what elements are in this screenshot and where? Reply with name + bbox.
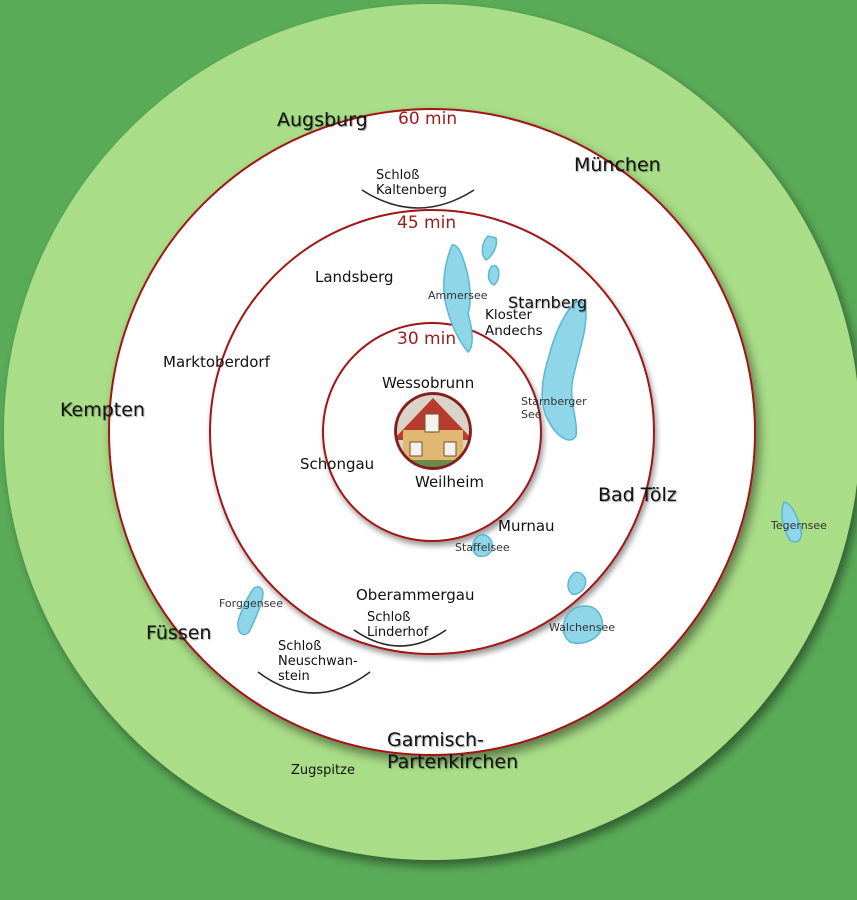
poi-schloss-linderhof: Schloß Linderhof: [367, 610, 429, 641]
lake-forggensee: Forggensee: [219, 597, 283, 610]
lake-ammersee-shape: [443, 244, 473, 353]
poi-schloss-linderhof-line2: Linderhof: [367, 624, 429, 640]
city-garmisch-line1: Garmisch-: [387, 729, 484, 751]
lake-starnberger-see-shape: [541, 300, 587, 441]
city-muenchen: München: [574, 154, 661, 176]
poi-schloss-kaltenberg-line2: Kaltenberg: [376, 182, 447, 198]
poi-schloss-neuschwanstein: Schloß Neuschwan- stein: [278, 639, 358, 685]
poi-schloss-neuschwanstein-line1: Schloß: [278, 639, 322, 654]
lake-woerthsee-shape: [481, 235, 498, 261]
lake-staffelsee: Staffelsee: [455, 541, 510, 554]
lake-starnberger-see-line1: Starnberger: [521, 395, 587, 408]
house-icon: [396, 394, 470, 468]
city-garmisch: Garmisch- Partenkirchen: [387, 729, 519, 774]
poi-kloster-andechs-line1: Kloster: [485, 307, 533, 323]
lake-starnberger-see-line2: See: [521, 407, 542, 421]
town-marktoberdorf: Marktoberdorf: [163, 353, 270, 371]
town-landsberg: Landsberg: [315, 268, 394, 286]
time-label-45: 45 min: [397, 213, 457, 233]
town-schongau: Schongau: [300, 455, 375, 473]
center-house: [394, 392, 472, 470]
city-bad-toelz: Bad Tölz: [598, 484, 677, 506]
lake-tegernsee: Tegernsee: [771, 519, 827, 532]
poi-schloss-neuschwanstein-line2: Neuschwan-: [278, 653, 358, 669]
lakes-layer: [237, 235, 802, 644]
town-oberammergau: Oberammergau: [356, 586, 475, 604]
time-label-60: 60 min: [398, 109, 458, 129]
castle-arcs: [257, 189, 475, 694]
lake-ammersee: Ammersee: [428, 289, 488, 302]
town-wessobrunn: Wessobrunn: [382, 374, 475, 392]
poi-schloss-linderhof-line1: Schloß: [367, 610, 411, 625]
poi-kloster-andechs: Kloster Andechs: [485, 307, 543, 339]
town-zugspitze: Zugspitze: [291, 763, 355, 778]
poi-schloss-neuschwanstein-line3: stein: [278, 668, 310, 684]
city-augsburg: Augsburg: [277, 109, 368, 131]
lake-walchensee-shape: [562, 605, 604, 644]
time-label-30: 30 min: [397, 329, 457, 349]
city-kempten: Kempten: [60, 399, 145, 421]
lake-staffelsee-shape: [472, 534, 494, 558]
arc-kaltenberg: [361, 189, 475, 209]
town-weilheim: Weilheim: [415, 473, 485, 491]
lake-pilsensee-shape: [487, 265, 500, 286]
city-garmisch-line2: Partenkirchen: [387, 750, 519, 773]
lake-tegernsee-shape: [781, 501, 802, 543]
town-murnau: Murnau: [498, 517, 555, 535]
poi-schloss-kaltenberg-line1: Schloß: [376, 168, 420, 183]
poi-schloss-kaltenberg: Schloß Kaltenberg: [376, 168, 447, 199]
poi-kloster-andechs-line2: Andechs: [485, 322, 543, 339]
town-starnberg: Starnberg: [508, 293, 588, 312]
lake-starnberger-see: Starnberger See: [521, 395, 587, 421]
city-fuessen: Füssen: [146, 622, 212, 644]
arc-neuschwanstein: [257, 671, 371, 694]
lake-walchensee: Walchensee: [549, 621, 615, 634]
lake-forggensee-shape: [237, 586, 264, 636]
lake-kochelsee-shape: [567, 571, 587, 595]
arc-linderhof: [353, 629, 447, 647]
